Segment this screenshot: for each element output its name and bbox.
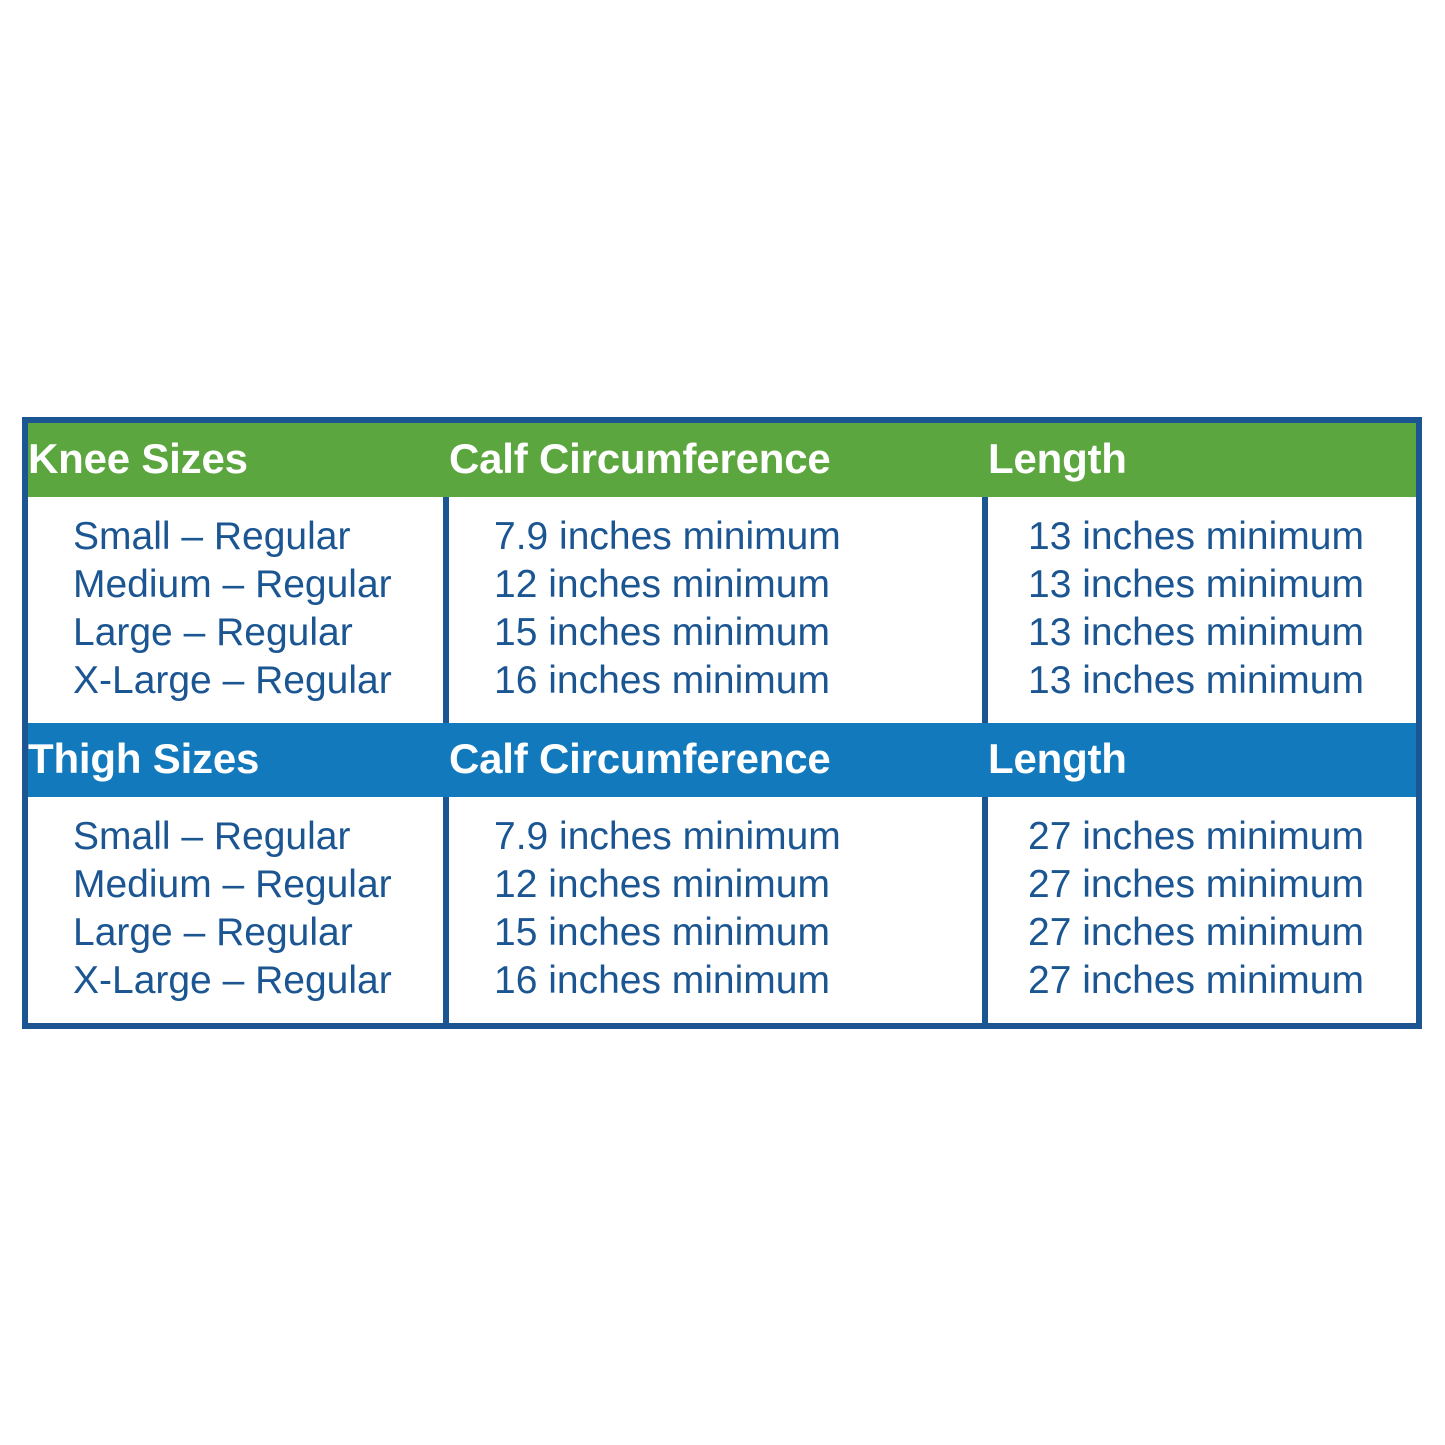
knee-column-sizes: Small – Regular Medium – Regular Large –… [28, 497, 443, 723]
list-item: Large – Regular [73, 911, 353, 954]
knee-header-cell-length: Length [988, 423, 1428, 497]
thigh-header-row: Thigh Sizes Calf Circumference Length [28, 723, 1416, 797]
list-item: 13 inches minimum [1028, 563, 1364, 606]
list-item: Large – Regular [73, 611, 353, 654]
knee-column-length: 13 inches minimum 13 inches minimum 13 i… [988, 497, 1428, 723]
list-item: X-Large – Regular [73, 959, 392, 1002]
knee-header-cell-sizes: Knee Sizes [28, 423, 443, 497]
list-item: 16 inches minimum [494, 659, 830, 702]
knee-header-row: Knee Sizes Calf Circumference Length [28, 423, 1416, 497]
thigh-column-length: 27 inches minimum 27 inches minimum 27 i… [988, 797, 1428, 1023]
list-item: 27 inches minimum [1028, 911, 1364, 954]
list-item: 12 inches minimum [494, 863, 830, 906]
thigh-header-cell-length: Length [988, 723, 1428, 797]
knee-column-calf: 7.9 inches minimum 12 inches minimum 15 … [449, 497, 982, 723]
list-item: 13 inches minimum [1028, 659, 1364, 702]
list-item: Small – Regular [73, 815, 351, 858]
list-item: 7.9 inches minimum [494, 815, 841, 858]
thigh-header-label-sizes: Thigh Sizes [28, 735, 260, 782]
thigh-body: Small – Regular Medium – Regular Large –… [28, 797, 1416, 1023]
knee-column-divider-2 [982, 497, 988, 723]
thigh-column-calf: 7.9 inches minimum 12 inches minimum 15 … [449, 797, 982, 1023]
thigh-header-cell-sizes: Thigh Sizes [28, 723, 443, 797]
list-item: 13 inches minimum [1028, 611, 1364, 654]
thigh-column-sizes: Small – Regular Medium – Regular Large –… [28, 797, 443, 1023]
list-item: 15 inches minimum [494, 611, 830, 654]
thigh-header-label-length: Length [988, 735, 1127, 782]
thigh-header-label-calf: Calf Circumference [449, 735, 831, 782]
knee-column-divider-1 [443, 497, 449, 723]
list-item: 27 inches minimum [1028, 959, 1364, 1002]
thigh-section: Thigh Sizes Calf Circumference Length Sm… [28, 723, 1416, 1023]
list-item: 16 inches minimum [494, 959, 830, 1002]
list-item: X-Large – Regular [73, 659, 392, 702]
list-item: Medium – Regular [73, 863, 392, 906]
list-item: Medium – Regular [73, 563, 392, 606]
knee-header-label-length: Length [988, 435, 1127, 482]
knee-header-cell-calf: Calf Circumference [449, 423, 982, 497]
size-chart-table: Knee Sizes Calf Circumference Length Sma… [22, 417, 1422, 1029]
knee-body: Small – Regular Medium – Regular Large –… [28, 497, 1416, 723]
list-item: 7.9 inches minimum [494, 515, 841, 558]
thigh-header-cell-calf: Calf Circumference [449, 723, 982, 797]
list-item: Small – Regular [73, 515, 351, 558]
list-item: 13 inches minimum [1028, 515, 1364, 558]
list-item: 27 inches minimum [1028, 815, 1364, 858]
list-item: 12 inches minimum [494, 563, 830, 606]
thigh-column-divider-1 [443, 797, 449, 1023]
knee-header-label-calf: Calf Circumference [449, 435, 831, 482]
list-item: 27 inches minimum [1028, 863, 1364, 906]
thigh-column-divider-2 [982, 797, 988, 1023]
knee-header-label-sizes: Knee Sizes [28, 435, 248, 482]
knee-section: Knee Sizes Calf Circumference Length Sma… [28, 423, 1416, 723]
list-item: 15 inches minimum [494, 911, 830, 954]
